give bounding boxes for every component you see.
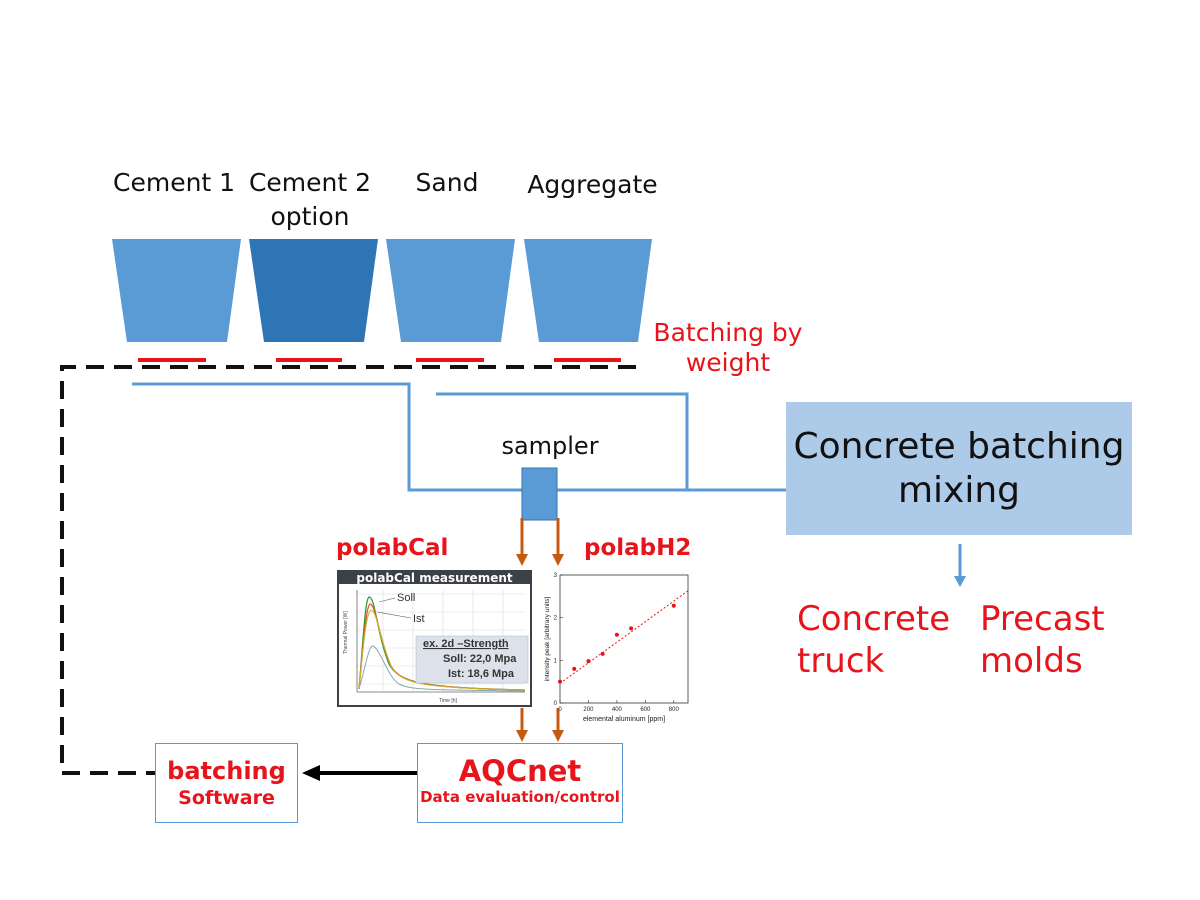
strength-box-soll: Soll: 22,0 Mpa [443,653,517,665]
aqcnet-box: AQCnet Data evaluation/control [417,743,623,823]
data-point [614,632,619,637]
control-arrow [302,765,418,781]
conveyor-pipes [132,382,786,492]
x-tick-label: 600 [640,707,651,713]
data-point [572,666,577,671]
polabcal-chart: Soll Ist ex. 2d –Strength Soll: 22,0 Mpa… [343,590,529,704]
polabcal-label: polabCal [336,535,449,561]
data-point [629,626,634,631]
hopper-label-sand: Sand [415,168,479,197]
strength-box-ist: Ist: 18,6 Mpa [448,668,515,680]
hopper-label-cement-1: Cement 1 [113,168,236,197]
x-tick-label: 200 [583,707,594,713]
concrete-batching-box: Concrete batching mixing [786,402,1132,535]
polabcal-title: polabCal measurement [339,572,530,584]
x-tick-label: 800 [669,707,680,713]
batching-by-weight-label: Batching by weight [653,318,803,377]
y-tick-label: 3 [554,573,558,579]
data-point [558,679,562,684]
sampler-label: sampler [501,432,599,460]
x-tick-label: 0 [558,707,562,713]
ist-curve-2 [358,609,526,691]
data-point [600,651,605,656]
y-tick-label: 0 [554,701,558,707]
sampler-block [521,467,558,521]
hopper-sand [386,239,515,342]
x-tick-label: 400 [612,707,623,713]
hopper-label-cement-2: Cement 2 option [248,168,372,231]
batching-software-title: batching [167,757,286,785]
y-tick-label: 2 [554,616,558,622]
hopper-cement-1 [112,239,241,342]
polabh2-chart: 0 200 400 600 800 0 1 2 3 elemental aluminum [pp… [544,573,689,723]
polabh2-label: polabH2 [584,535,692,561]
aqcnet-subtitle: Data evaluation/control [420,788,620,806]
polabh2-plot-frame [559,574,689,704]
batching-software-box: batching Software [155,743,298,823]
data-point [671,603,676,608]
data-point [586,659,591,664]
polabcal-ylabel: Thermal Power [W] [343,611,349,654]
hopper-aggregate [524,239,652,342]
polabcal-xlabel: Time [h] [439,698,457,704]
concrete-truck-label: Concrete truck [797,599,951,681]
precast-molds-label: Precast molds [980,599,1105,681]
hoppers [112,239,652,342]
y-tick-label: 1 [554,658,558,664]
soll-legend: Soll [397,592,415,604]
aqcnet-title: AQCnet [458,754,582,788]
polabcal-panel: polabCal measurement Soll Ist ex. 2d –St… [337,570,532,707]
batching-software-subtitle: Software [178,787,275,809]
reference-curve [358,645,526,692]
polabh2-ylabel: intensity peak [arbitrary units] [544,597,551,682]
hopper-label-aggregate: Aggregate [527,170,658,199]
hopper-cement-2 [249,239,378,342]
strength-box-title: ex. 2d –Strength [423,638,509,650]
output-arrow [954,544,966,587]
polabh2-xlabel: elemental aluminum [ppm] [583,716,665,723]
ist-legend: Ist [413,613,425,625]
